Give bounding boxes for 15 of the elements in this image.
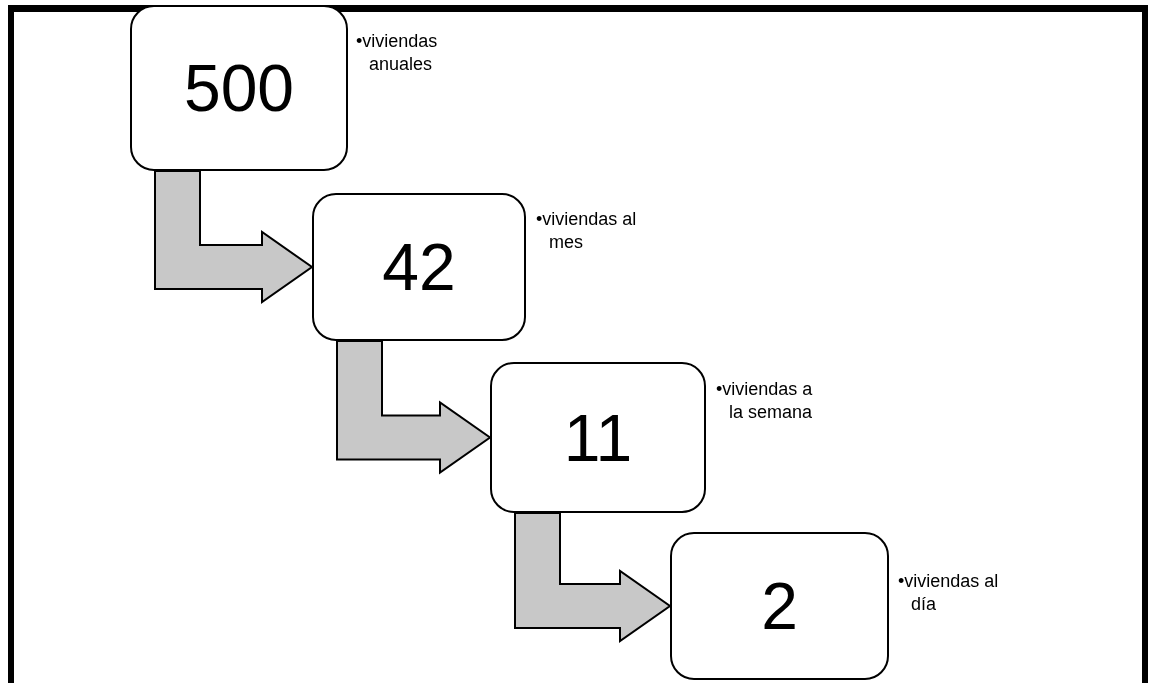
number-box [130,5,348,171]
annotation-text: •viviendas anuales [356,30,439,75]
annotation-text: •viviendas al día [898,570,1000,615]
block-arrow [336,340,492,475]
number-box [312,193,526,341]
block-arrow [154,170,314,304]
annotation-text: •viviendas a la semana [716,378,814,423]
annotation-text: •viviendas al mes [536,208,638,253]
number-box [670,532,889,680]
number-text: 2 [761,573,798,639]
block-arrow [514,512,672,643]
number-text: 500 [183,55,295,121]
number-box [490,362,706,513]
number-text: 11 [563,404,633,471]
number-text: 42 [382,234,456,300]
